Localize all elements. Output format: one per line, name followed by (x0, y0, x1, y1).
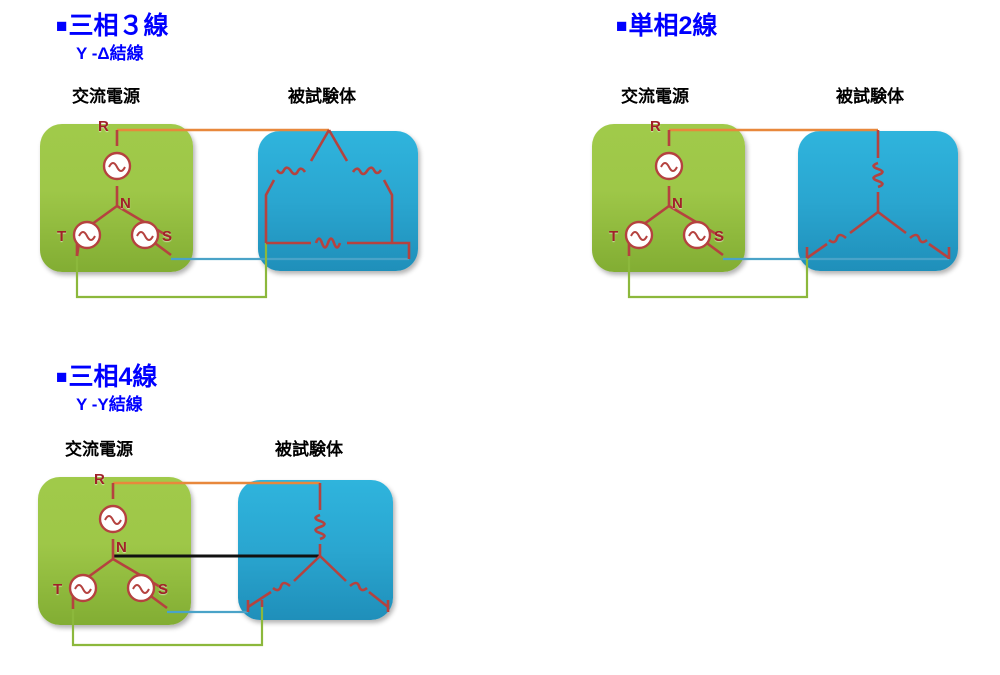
diagram-subtitle: Y -Δ結線 (76, 44, 144, 63)
load-wye-network (246, 483, 390, 612)
terminal-label-n: N (116, 539, 127, 556)
terminal-label-s: S (714, 228, 725, 245)
source-caption: 交流電源 (65, 440, 133, 459)
load-wye-network (805, 130, 951, 260)
diagram-three-phase-three-wire: ■三相３線 Y -Δ結線 交流電源 被試験体 (0, 0, 470, 330)
load-caption: 被試験体 (288, 87, 356, 106)
load-caption: 被試験体 (275, 440, 343, 459)
load-caption: 被試験体 (836, 87, 904, 106)
source-wye-network (624, 130, 724, 257)
terminal-label-s: S (162, 228, 173, 245)
load-delta-network (264, 129, 411, 259)
terminal-label-t: T (53, 581, 63, 598)
terminal-label-n: N (120, 195, 131, 212)
source-caption: 交流電源 (621, 87, 689, 106)
wiring-overlay (624, 128, 951, 299)
diagram-title-text: 三相4線 (68, 363, 158, 391)
terminal-label-n: N (672, 195, 683, 212)
diagram-single-phase-two-wire: ■単相2線 交流電源 被試験体 (560, 0, 1000, 330)
diagram-three-phase-four-wire: ■三相4線 Y -Y結線 交流電源 被試験体 (0, 355, 470, 675)
diagram-title-text: 三相３線 (68, 12, 169, 40)
terminal-label-t: T (609, 228, 619, 245)
source-wye-network (72, 130, 172, 257)
source-panel (38, 477, 191, 625)
terminal-label-r: R (650, 118, 661, 135)
wire-phase-t (627, 247, 809, 299)
bullet-marker: ■ (616, 16, 628, 37)
terminal-label-t: T (57, 228, 67, 245)
wiring-overlay (72, 128, 411, 299)
diagram-title: ■三相4線 (56, 365, 157, 390)
terminal-label-r: R (94, 471, 105, 488)
terminal-label-r: R (98, 118, 109, 135)
source-wye-network (68, 483, 168, 610)
wire-phase-t (71, 600, 264, 647)
bullet-marker: ■ (56, 367, 68, 388)
wire-phase-t (75, 243, 268, 299)
bullet-marker: ■ (56, 16, 68, 37)
diagram-subtitle: Y -Y結線 (76, 395, 143, 414)
diagram-title: ■三相３線 (56, 14, 169, 39)
source-caption: 交流電源 (72, 87, 140, 106)
diagram-title: ■単相2線 (616, 14, 717, 39)
terminal-label-s: S (158, 581, 169, 598)
wiring-overlay (68, 481, 390, 647)
diagram-title-text: 単相2線 (628, 12, 718, 40)
